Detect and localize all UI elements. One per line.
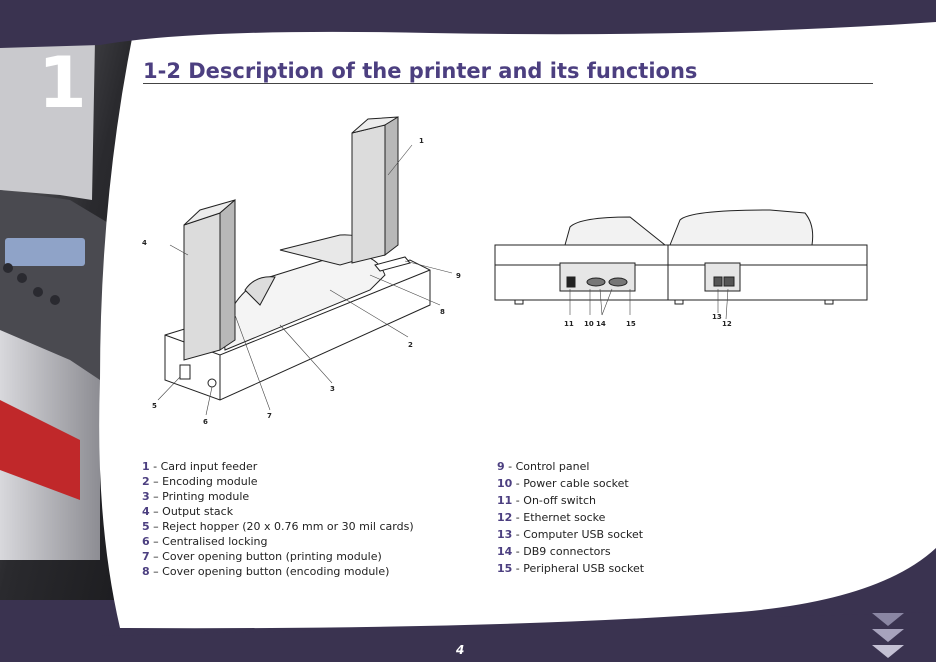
title-divider (143, 83, 873, 84)
legend-front-view: 1 - Card input feeder 2 – Encoding modul… (142, 459, 414, 579)
callout-1: 1 (419, 137, 424, 145)
callout-2: 2 (408, 341, 413, 349)
callout-13: 13 (712, 313, 722, 321)
callout-11: 11 (564, 320, 574, 328)
legend-item: 2 – Encoding module (142, 475, 258, 488)
callout-4: 4 (142, 239, 147, 247)
legend-item: 7 – Cover opening button (printing modul… (142, 550, 382, 563)
legend-item: 4 – Output stack (142, 505, 234, 518)
legend-item: 11 - On-off switch (497, 494, 597, 507)
legend-item: 6 – Centralised locking (142, 535, 268, 548)
page-number: 4 (456, 643, 465, 657)
legend-item: 13 - Computer USB socket (497, 528, 644, 541)
next-page-arrows-icon[interactable] (872, 613, 904, 658)
legend-item: 3 – Printing module (142, 490, 250, 503)
printer-photo-lcd (5, 238, 85, 266)
callout-10: 10 (584, 320, 594, 328)
callout-14: 14 (596, 320, 606, 328)
legend-item: 1 - Card input feeder (142, 460, 258, 473)
chapter-number: 1 (38, 42, 87, 124)
callout-8: 8 (440, 308, 445, 316)
legend-item: 10 - Power cable socket (497, 477, 629, 490)
callout-12: 12 (722, 320, 732, 328)
legend-item: 5 – Reject hopper (20 x 0.76 mm or 30 mi… (142, 520, 414, 533)
legend-item: 8 – Cover opening button (encoding modul… (142, 565, 390, 578)
callout-9: 9 (456, 272, 461, 280)
callout-15: 15 (626, 320, 636, 328)
legend-rear-view: 9 - Control panel 10 - Power cable socke… (497, 458, 644, 577)
legend-item: 15 - Peripheral USB socket (497, 562, 645, 575)
callout-7: 7 (267, 412, 272, 420)
printer-rear-view-diagram: 11 10 14 15 13 12 (494, 209, 868, 328)
callout-6: 6 (203, 418, 208, 426)
printer-front-view-diagram: 1 2 3 4 5 6 7 8 9 (142, 116, 461, 426)
page-title: 1-2 Description of the printer and its f… (143, 59, 698, 83)
callout-3: 3 (330, 385, 335, 393)
legend-item: 12 - Ethernet socke (497, 511, 606, 524)
legend-item: 9 - Control panel (497, 460, 590, 473)
legend-item: 14 - DB9 connectors (497, 545, 611, 558)
callout-5: 5 (152, 402, 157, 410)
